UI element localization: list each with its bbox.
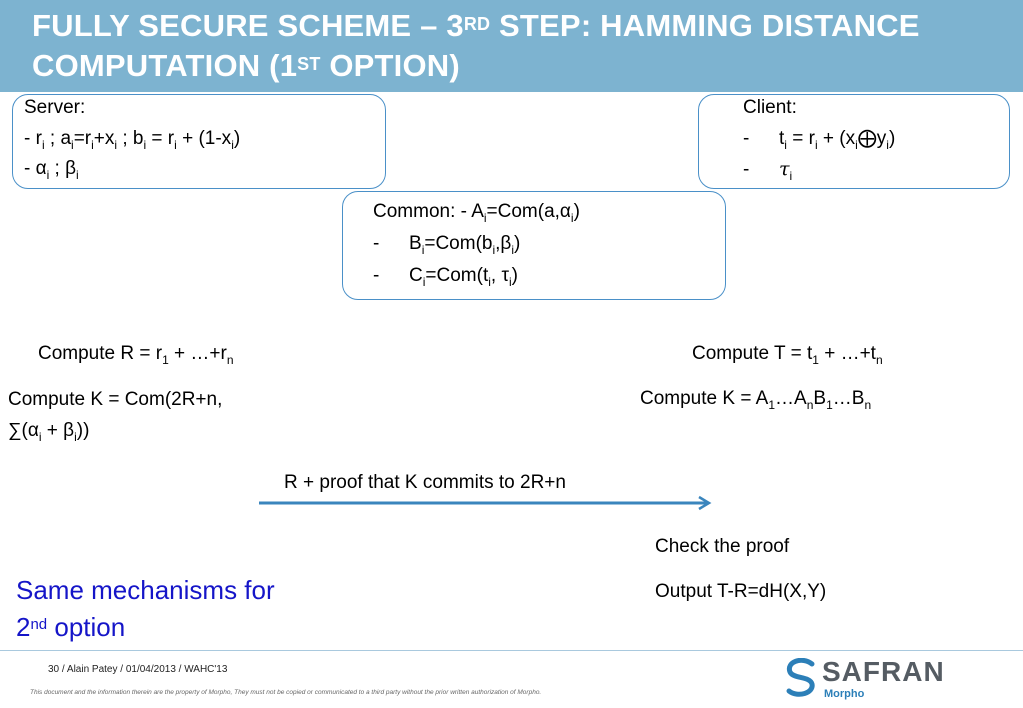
client-box [698, 94, 1010, 189]
title-bar: FULLY SECURE SCHEME – 3RD STEP: HAMMING … [0, 0, 1023, 92]
client-heading: Client: [743, 97, 797, 118]
safran-logo-icon [786, 658, 815, 697]
client-compute-k: Compute K = A1…AnB1…Bn [640, 388, 872, 412]
same-mechanisms-note: Same mechanisms for 2nd option [16, 575, 275, 642]
common-line-1: Common: - Ai=Com(a,αi) [373, 201, 580, 225]
message-label: R + proof that K commits to 2R+n [284, 472, 566, 493]
client-line-1: -ti = ri + (xi⨁yi) [743, 128, 896, 152]
message-arrow [259, 495, 712, 511]
client-check-proof: Check the proof [655, 536, 790, 557]
footer-divider [0, 650, 1023, 651]
morpho-logo-text: Morpho [824, 688, 865, 700]
common-line-2: -Bi=Com(bi,βi) [373, 233, 521, 257]
slide-title: FULLY SECURE SCHEME – 3RD STEP: HAMMING … [32, 8, 920, 83]
server-heading: Server: [24, 97, 86, 118]
server-line-1: - ri ; ai=ri+xi ; bi = ri + (1-xi) [24, 128, 241, 152]
server-compute-k-sum: ∑(αi + βi)) [8, 420, 90, 444]
client-line-2: -τi [743, 158, 793, 183]
server-line-2: - αi ; βi [24, 158, 79, 182]
safran-logo-text: SAFRAN [822, 656, 945, 687]
arrow-head [698, 495, 712, 511]
client-output: Output T-R=dH(X,Y) [655, 581, 827, 602]
common-line-3: -Ci=Com(ti, τi) [373, 265, 518, 289]
server-compute-r: Compute R = r1 + …+rn [38, 343, 234, 367]
footer-legal-notice: This document and the information therei… [30, 689, 542, 696]
common-box [342, 191, 726, 300]
client-compute-t: Compute T = t1 + …+tn [692, 343, 883, 367]
server-compute-k: Compute K = Com(2R+n, [8, 389, 223, 410]
footer-info: 30 / Alain Patey / 01/04/2013 / WAHC'13 [48, 664, 228, 675]
server-box [12, 94, 386, 189]
